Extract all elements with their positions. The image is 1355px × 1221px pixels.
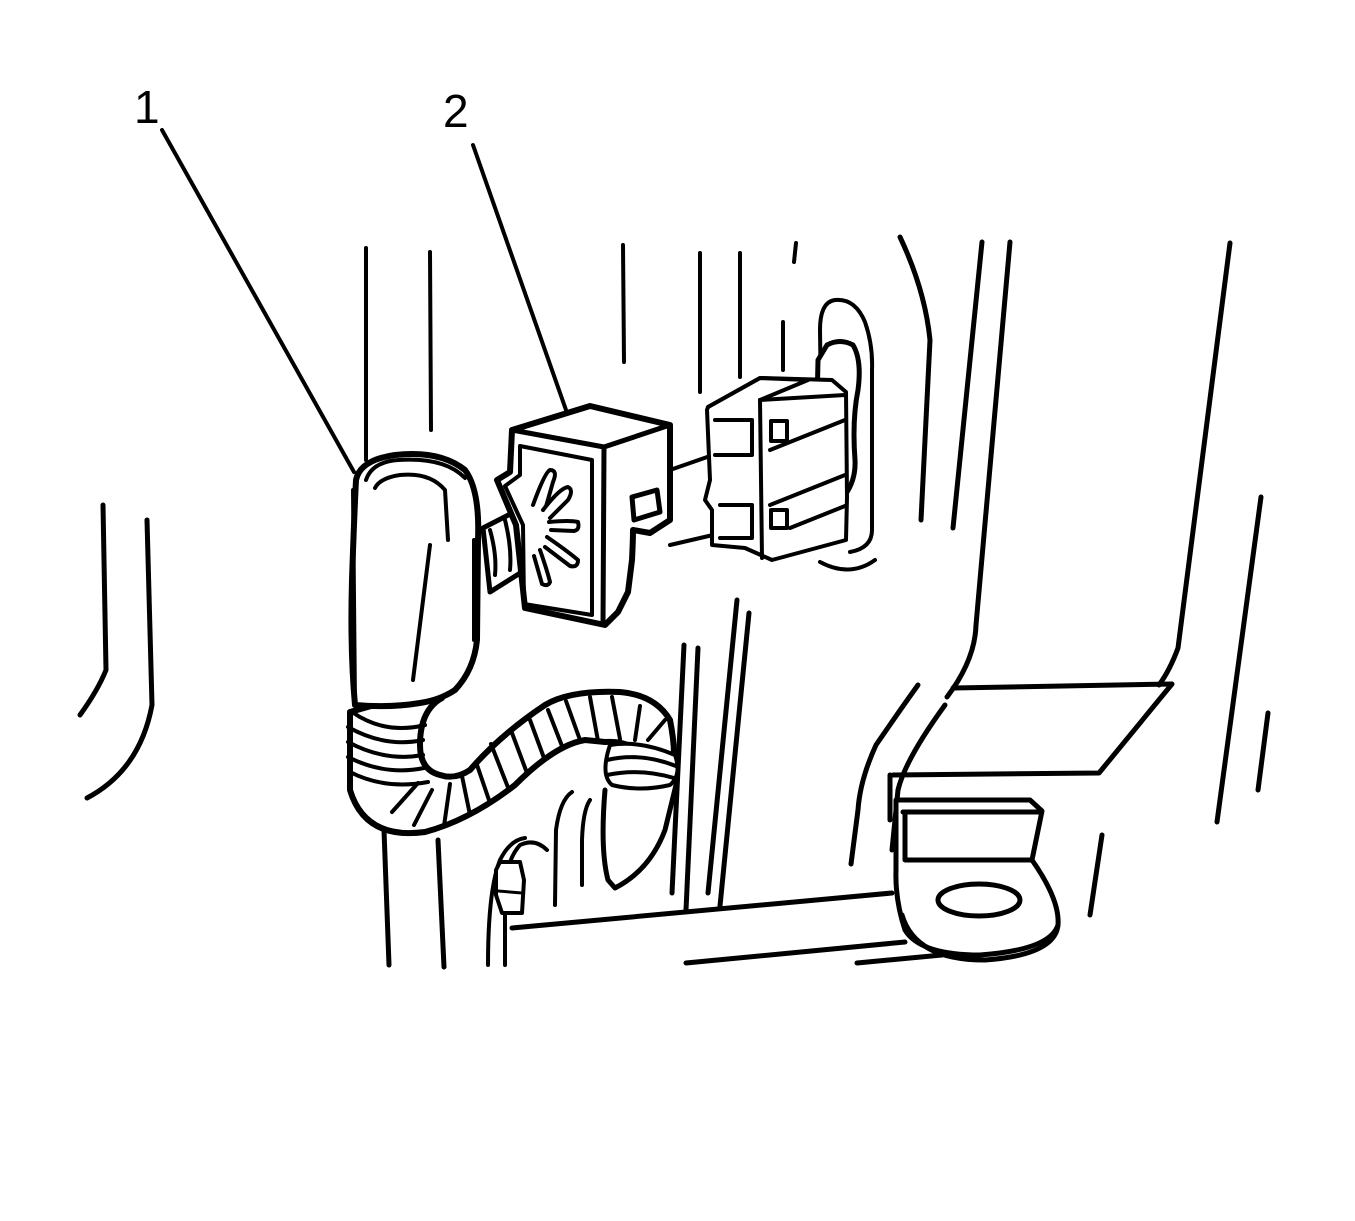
callout-label-1: 1 (134, 81, 160, 133)
mounting-bracket (887, 681, 1175, 823)
floor-rails (509, 890, 945, 966)
harness-conduit (346, 688, 680, 907)
bolt-nut (486, 836, 549, 967)
mating-connector (703, 297, 877, 572)
callout-label-2: 2 (443, 85, 469, 137)
leader-line-2 (471, 143, 568, 412)
seal-fingers (531, 468, 581, 588)
panel-lines (77, 234, 1271, 970)
leader-lines (160, 128, 568, 474)
ground-eyelet (893, 797, 1105, 963)
electrical-connector (494, 403, 715, 628)
harness-grommet (348, 451, 482, 710)
leader-line-1 (160, 128, 356, 474)
